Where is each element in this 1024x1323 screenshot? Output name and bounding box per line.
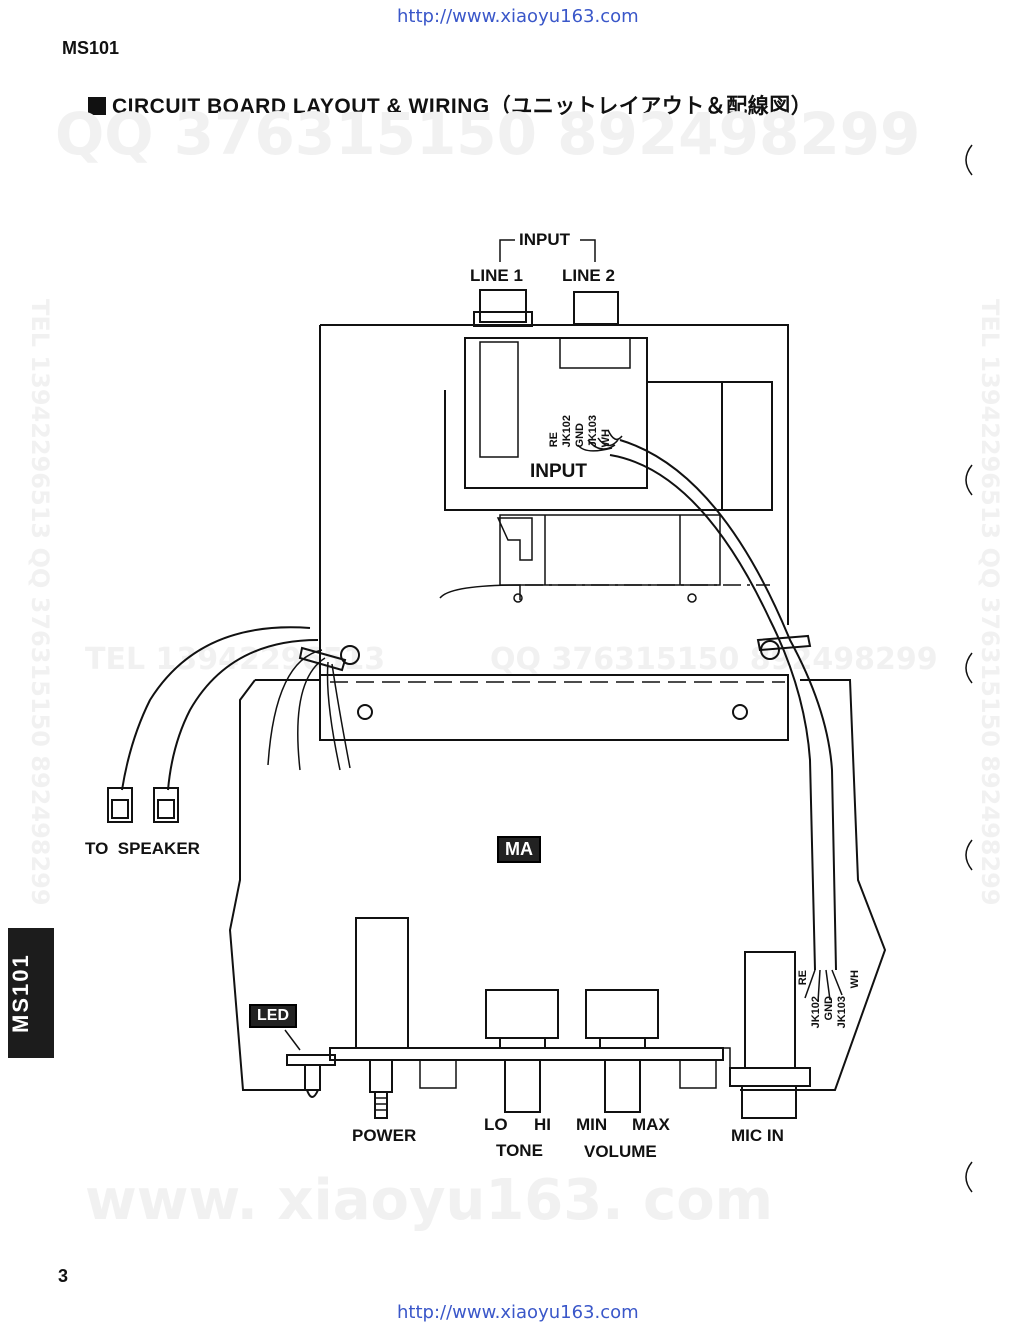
volume-pot-shaft <box>599 1037 646 1113</box>
line1-jack-nut <box>473 311 533 327</box>
speaker-wire-6 <box>331 663 351 769</box>
wire-label-wh-2: WH <box>849 970 861 989</box>
margin-marks <box>965 144 973 1193</box>
speaker-lug-1 <box>107 787 133 823</box>
tone-hi-label: HI <box>534 1115 551 1134</box>
line2-label: LINE 2 <box>562 266 615 285</box>
wire-label-re: RE <box>548 431 560 447</box>
input-cable <box>609 454 816 971</box>
strip-hole-right <box>732 704 748 720</box>
tone-pot-body <box>485 989 559 1039</box>
wire-label-re-2: RE <box>797 970 809 986</box>
input-board-label: INPUT <box>530 461 587 482</box>
mic-jack-flange <box>729 1067 811 1119</box>
bracket-strip <box>319 674 789 741</box>
title-square-icon <box>88 97 106 115</box>
pcb-component-2 <box>679 1059 717 1089</box>
power-switch-shaft <box>369 1059 393 1119</box>
wire-label-gnd: GND <box>574 422 586 447</box>
watermark-qq-mid: QQ 376315150 892498299 <box>490 642 938 677</box>
volume-label: VOLUME <box>584 1142 657 1161</box>
wire-label-jk103: JK103 <box>587 414 599 447</box>
volume-min-label: MIN <box>576 1115 608 1134</box>
line1-jack <box>479 289 527 323</box>
main-chassis <box>228 679 887 1091</box>
wire-label-jk103-2: JK103 <box>836 996 848 1029</box>
power-switch-spring <box>375 1097 387 1111</box>
line1-label: LINE 1 <box>470 266 523 285</box>
input-cable-inner <box>619 439 837 971</box>
watermark-qq-top: QQ 376315150 892498299 <box>55 100 921 168</box>
watermark-tel-mid: TEL 13942296513 <box>85 642 386 677</box>
led-pointer <box>284 1029 301 1051</box>
page-title: CIRCUIT BOARD LAYOUT & WIRING（ユニットレイアウト＆… <box>88 90 812 120</box>
page-title-text: CIRCUIT BOARD LAYOUT & WIRING（ユニットレイアウト＆… <box>112 95 813 118</box>
input-board-tab <box>559 337 631 369</box>
wire-label-wh: WH <box>600 428 612 447</box>
wire-labels-bottom: RE JK102 GND JK103 WH <box>797 970 861 1054</box>
screw-left <box>513 593 523 603</box>
to-speaker-label: TO SPEAKER <box>85 839 200 858</box>
wire-label-jk102-2: JK102 <box>810 996 822 1029</box>
url-top[interactable]: http://www.xiaoyu163.com <box>397 6 639 27</box>
speaker-lug-2 <box>153 787 179 823</box>
tone-lo-label: LO <box>484 1115 508 1134</box>
input-bracket <box>499 239 596 262</box>
speaker-wire-5 <box>326 661 341 771</box>
tone-pot-shaft <box>499 1037 546 1113</box>
ground-wire-left <box>439 584 521 600</box>
input-board-inner <box>479 341 519 458</box>
input-group-label: INPUT <box>519 230 570 249</box>
led-label: LED <box>249 1004 297 1028</box>
hole-upper-left <box>340 645 360 665</box>
strip-hole-left <box>357 704 373 720</box>
volume-pot-body <box>585 989 659 1039</box>
url-bottom[interactable]: http://www.xiaoyu163.com <box>397 1302 639 1323</box>
cable-tie-right <box>756 634 812 652</box>
volume-max-label: MAX <box>632 1115 670 1134</box>
model-label: MS101 <box>62 38 120 58</box>
mic-jack-body <box>744 951 796 1069</box>
led-holder <box>286 1054 336 1066</box>
speaker-wire-2 <box>167 639 319 791</box>
tone-label: TONE <box>496 1141 543 1160</box>
front-pcb <box>329 1047 724 1061</box>
wire-label-jk102: JK102 <box>561 414 573 447</box>
power-switch-body <box>355 917 409 1049</box>
wire-labels-top: RE JK102 GND JK103 WH <box>548 385 612 447</box>
power-label: POWER <box>352 1126 417 1145</box>
speaker-wire-1 <box>121 626 311 791</box>
transformer-core <box>499 514 721 586</box>
transformer-outline <box>444 381 773 511</box>
speaker-wire-3 <box>267 649 323 766</box>
led-body <box>304 1066 321 1098</box>
wire-label-gnd-2: GND <box>823 996 835 1021</box>
watermark-bottom: www. xiaoyu163. com <box>85 1168 774 1233</box>
input-wires-top <box>577 429 623 452</box>
front-panel-bracket <box>723 1047 731 1080</box>
input-wires-bottom <box>804 969 843 1003</box>
page-number: 3 <box>58 1266 69 1286</box>
pcb-component-1 <box>419 1059 457 1089</box>
cable-tie-left <box>298 646 347 672</box>
screw-right <box>687 593 697 603</box>
line2-jack <box>573 291 619 325</box>
heatsink-bracket <box>496 517 533 561</box>
main-board-label: MA <box>497 836 541 863</box>
input-board-frame <box>464 337 648 489</box>
mic-in-label: MIC IN <box>731 1126 784 1145</box>
